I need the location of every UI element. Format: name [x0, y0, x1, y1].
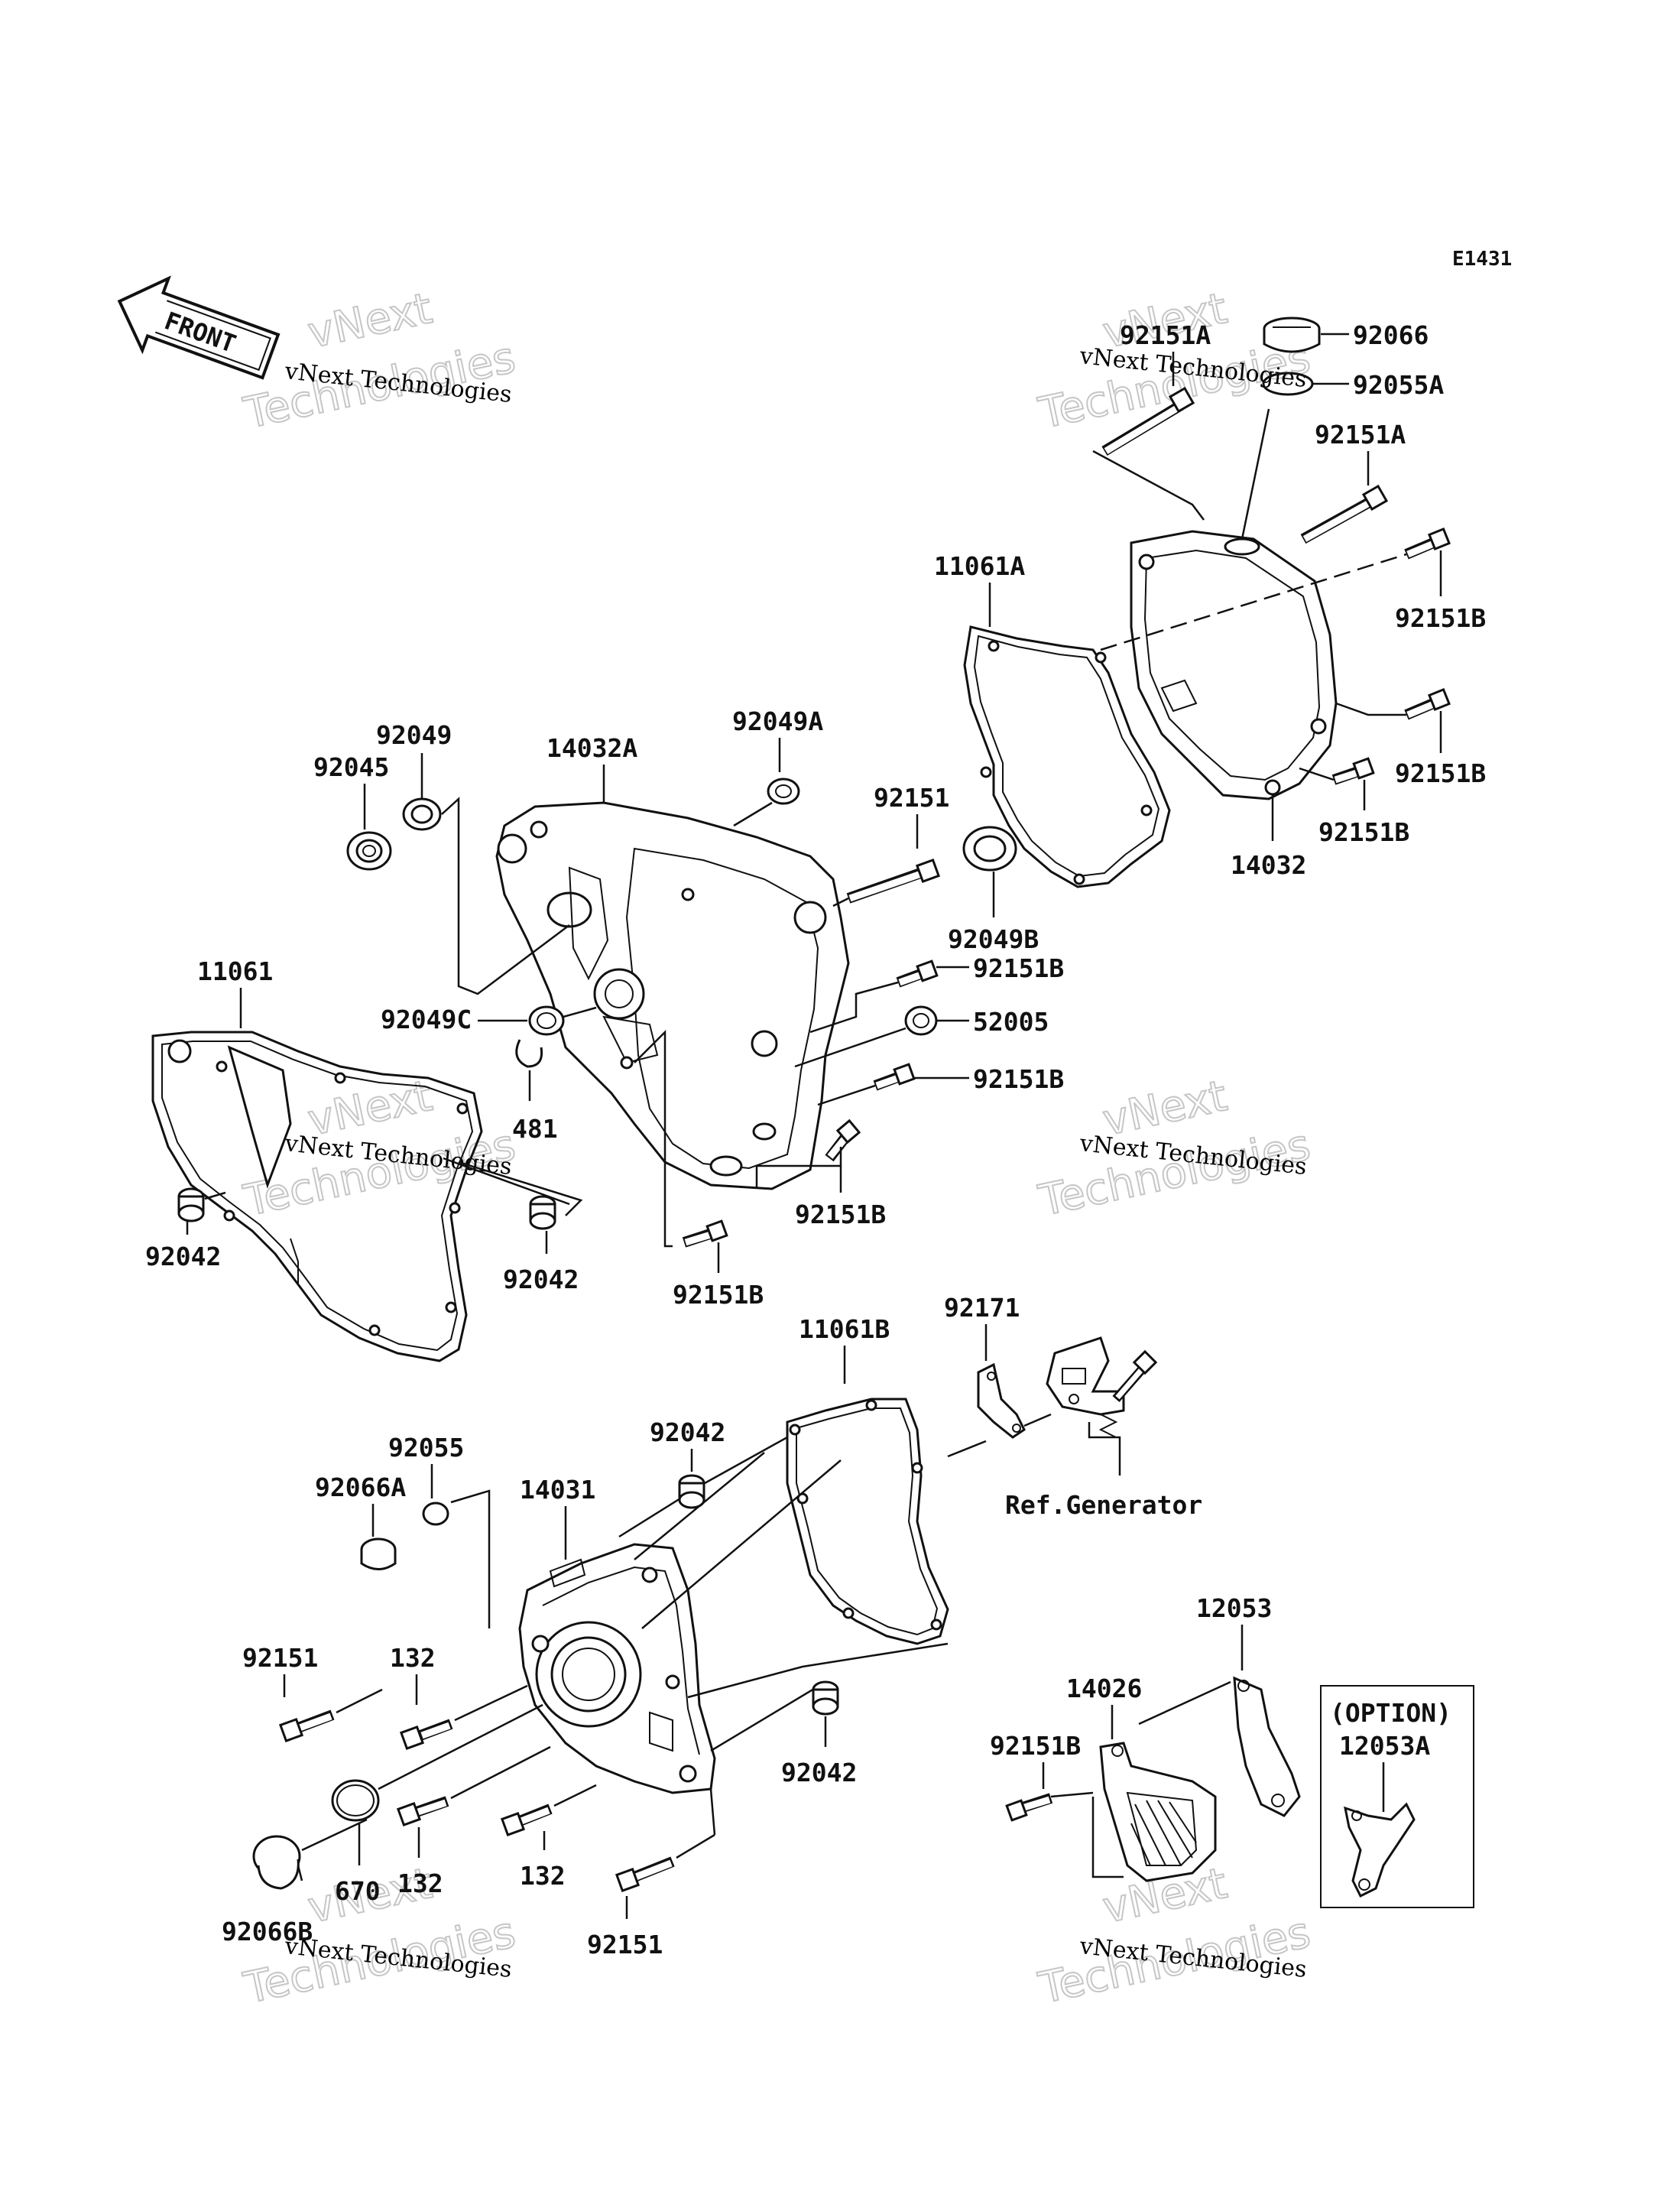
front-arrow-icon: FRONT	[117, 275, 281, 380]
label-92042-mid: 92042	[503, 1265, 579, 1294]
bolt-92151B-r2	[1404, 688, 1451, 720]
label-132-c: 132	[520, 1861, 566, 1891]
label-481: 481	[512, 1114, 558, 1144]
label-14026: 14026	[1066, 1674, 1142, 1703]
label-12053: 12053	[1196, 1593, 1272, 1623]
guide-92171	[977, 1362, 1026, 1439]
label-670: 670	[335, 1876, 381, 1906]
label-11061B: 11061B	[799, 1314, 890, 1344]
o-ring-92055	[422, 1502, 449, 1526]
diagram-code: E1431	[1452, 248, 1512, 271]
plug-92066B	[252, 1835, 301, 1890]
bolt-132-a	[399, 1719, 453, 1751]
label-14032: 14032	[1231, 850, 1306, 880]
gasket-11061A	[963, 625, 1171, 888]
bolt-92151B-m2	[873, 1063, 916, 1091]
label-92151B-low: 92151B	[990, 1731, 1081, 1761]
label-12053A: 12053A	[1339, 1731, 1430, 1761]
bolt-92151A-top	[1101, 386, 1195, 456]
dowel-92042-left	[177, 1187, 205, 1222]
dowel-92042-low	[678, 1474, 705, 1509]
bearing-92045	[346, 831, 392, 871]
plug-92066A	[360, 1537, 397, 1570]
watermark-bottom-right: vNext Technologies vNext Technologies	[1033, 1858, 1315, 2015]
bolt-92151B-r3	[1331, 757, 1375, 785]
label-92151B-m2: 92151B	[973, 1064, 1064, 1094]
outer-cover-14032A	[495, 801, 850, 1190]
seal-92049C	[528, 1005, 565, 1036]
bolt-92151B-m4	[682, 1219, 728, 1248]
plate-12053A	[1344, 1802, 1416, 1898]
bolt-92151-mid	[846, 858, 941, 904]
watermark-top-left: vNext Technologies vNext Technologies	[238, 283, 520, 440]
label-92055: 92055	[388, 1433, 464, 1463]
label-92049C: 92049C	[381, 1005, 472, 1034]
gasket-11061	[151, 1031, 483, 1362]
bolt-92151A-right	[1300, 484, 1389, 544]
label-92066A: 92066A	[315, 1472, 406, 1502]
gasket-11061B	[786, 1398, 949, 1645]
o-ring-670	[331, 1779, 380, 1822]
watermark-vnext: vNext	[303, 284, 436, 359]
label-14031: 14031	[520, 1475, 595, 1505]
label-92055A: 92055A	[1353, 370, 1444, 400]
label-92066B: 92066B	[222, 1917, 313, 1946]
o-ring-92055A	[1262, 372, 1314, 396]
label-92151B-r2: 92151B	[1395, 758, 1486, 788]
pickup-sensor	[1046, 1336, 1125, 1438]
label-92171: 92171	[944, 1293, 1020, 1323]
bolt-92151-bottom	[615, 1856, 675, 1893]
label-ref-generator: Ref.Generator	[1005, 1490, 1202, 1520]
label-92151A-top: 92151A	[1120, 320, 1211, 350]
label-92045: 92045	[313, 752, 389, 782]
plate-12053	[1233, 1676, 1301, 1817]
label-92151B-r1: 92151B	[1395, 603, 1486, 633]
label-92151B-m1: 92151B	[973, 953, 1064, 983]
bolt-92151B-r1	[1404, 528, 1451, 560]
circlip-481	[515, 1039, 543, 1068]
bolt-92151-left	[278, 1709, 335, 1743]
bolt-92151B-m1	[896, 959, 939, 988]
label-132-b: 132	[397, 1868, 443, 1898]
dowel-92042-bottom	[812, 1680, 839, 1716]
plug-92066	[1263, 317, 1321, 353]
bolt-92151B-m3	[825, 1118, 861, 1162]
watermark-mid-right: vNext Technologies vNext Technologies	[1033, 1070, 1315, 1227]
bolt-132-b	[396, 1796, 449, 1827]
cover-14026	[1099, 1742, 1217, 1882]
seal-92049B	[962, 826, 1017, 872]
label-92042-bottom: 92042	[781, 1758, 857, 1787]
label-92151-left: 92151	[242, 1643, 318, 1673]
label-52005: 52005	[973, 1007, 1049, 1037]
seal-92049	[402, 797, 442, 831]
collar-52005	[904, 1005, 938, 1036]
generator-cover-14031	[518, 1543, 716, 1794]
label-11061: 11061	[197, 956, 273, 986]
label-92042-low: 92042	[650, 1417, 725, 1447]
watermark-top-right: vNext Technologies vNext Technologies	[1033, 283, 1315, 440]
seal-92049A	[767, 778, 800, 805]
label-92151A-right: 92151A	[1315, 420, 1406, 450]
label-14032A: 14032A	[546, 733, 637, 763]
bolt-ref-generator	[1112, 1349, 1158, 1402]
bolt-92151B-low	[1005, 1793, 1053, 1822]
label-92151-bottom: 92151	[587, 1930, 663, 1959]
dowel-92042-mid	[529, 1195, 556, 1230]
label-92151B-m3: 92151B	[795, 1200, 886, 1229]
label-92151B-r3: 92151B	[1318, 817, 1409, 847]
label-92151B-m4: 92151B	[673, 1280, 764, 1310]
label-92049A: 92049A	[732, 706, 823, 736]
label-92049B: 92049B	[948, 924, 1039, 954]
label-option: (OPTION)	[1330, 1698, 1451, 1728]
label-92042-left: 92042	[145, 1242, 221, 1271]
label-92151-mid: 92151	[874, 783, 949, 813]
label-92049: 92049	[376, 720, 452, 750]
bolt-132-c	[500, 1804, 553, 1837]
option-box	[1320, 1685, 1474, 1908]
label-92066: 92066	[1353, 320, 1429, 350]
label-11061A: 11061A	[934, 551, 1025, 581]
label-132-a: 132	[390, 1643, 436, 1673]
clutch-cover-14032	[1130, 530, 1338, 800]
